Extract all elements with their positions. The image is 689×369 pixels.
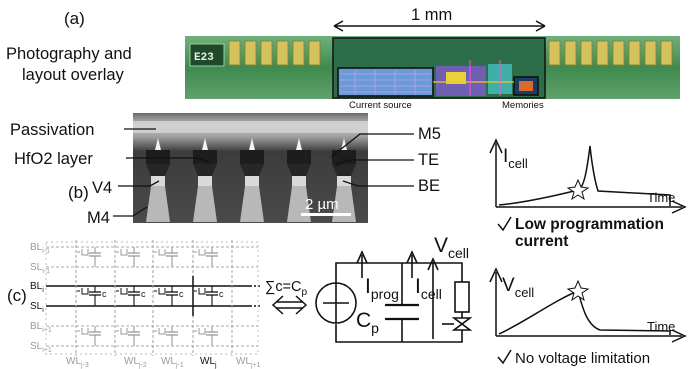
plot-icell-caption-line1: Low programmation bbox=[515, 216, 664, 233]
sem-scale-bar bbox=[301, 213, 351, 216]
plot-vcell: Vcell Time No voltage limitation bbox=[489, 267, 687, 367]
plot-icell-curve bbox=[498, 145, 671, 206]
memristor-symbol bbox=[454, 281, 470, 313]
vcell-circuit-label: Vcell bbox=[434, 234, 469, 261]
plot-icell-star-marker bbox=[566, 178, 590, 201]
current-source-box bbox=[337, 67, 434, 97]
cap-c-label: c bbox=[141, 289, 146, 299]
label-m5: M5 bbox=[418, 125, 441, 143]
array-col-labels: WLj-3 WLj-2 WLj-1 WLj WLj+1 bbox=[66, 356, 261, 369]
chip-id-box bbox=[189, 43, 225, 67]
col-label-wl-jp1: WLj+1 bbox=[236, 356, 261, 369]
array-grid bbox=[45, 240, 262, 356]
cap-c-label: c bbox=[179, 289, 184, 299]
array-row-labels: BLi-1 SLi-1 BLi SLi BLi+1 SLi+1 bbox=[30, 242, 52, 354]
layout-overlay bbox=[332, 37, 546, 99]
chip-id-text: E23 bbox=[194, 52, 214, 64]
plot-vcell-star-marker bbox=[566, 279, 590, 302]
plot-icell-caption-line2: current bbox=[515, 233, 568, 250]
plot-icell: Icell Time Low programmation current bbox=[489, 138, 687, 250]
label-m4: M4 bbox=[87, 209, 110, 227]
panel-a-caption-line2: layout overlay bbox=[22, 66, 125, 84]
label-hfo2: HfO2 layer bbox=[14, 150, 93, 168]
col-label-wl-j: WLj bbox=[200, 356, 217, 369]
plot-vcell-x-label: Time bbox=[647, 319, 675, 334]
row-label-bl-im1: BLi-1 bbox=[30, 242, 50, 255]
sum-cap-label: ∑c=Cp bbox=[265, 279, 308, 298]
panel-c-letter: (c) bbox=[7, 286, 27, 305]
current-source-label: Current source bbox=[349, 100, 412, 111]
label-te: TE bbox=[418, 151, 439, 169]
plot-vcell-y-label: Vcell bbox=[502, 275, 534, 300]
scale-arrow-1mm bbox=[333, 20, 546, 32]
panel-a: (a) Photography and layout overlay 1 mm … bbox=[6, 6, 680, 111]
row-label-sl-i: SLi bbox=[30, 301, 44, 314]
sem-leader-lines bbox=[113, 128, 414, 217]
check-icon bbox=[497, 216, 512, 232]
cp-label: Cp bbox=[356, 309, 379, 336]
selector-symbol bbox=[451, 317, 473, 331]
panel-c: (c) BLi-1 SLi-1 BLi SLi BLi+1 SLi+1 bbox=[7, 234, 473, 369]
col-label-wl-jm2: WLj-2 bbox=[124, 356, 147, 369]
label-passivation: Passivation bbox=[10, 121, 94, 139]
panel-b-letter: (b) bbox=[68, 183, 89, 202]
check-icon bbox=[497, 349, 512, 365]
cap-c-label: c bbox=[102, 289, 107, 299]
plot-vcell-caption: No voltage limitation bbox=[515, 350, 650, 367]
cap-c-label: c bbox=[219, 289, 224, 299]
equivalent-circuit bbox=[315, 250, 473, 343]
col-label-wl-jm1: WLj-1 bbox=[161, 356, 184, 369]
equivalence-arrow bbox=[271, 295, 308, 315]
scale-label-1mm: 1 mm bbox=[411, 6, 452, 24]
row-label-sl-im1: SLi-1 bbox=[30, 262, 50, 275]
row-label-bl-ip1: BLi+1 bbox=[30, 321, 52, 334]
label-be: BE bbox=[418, 177, 440, 195]
label-v4: V4 bbox=[92, 179, 112, 197]
col-label-wl-jm3: WLj-3 bbox=[66, 356, 89, 369]
panel-b: 2 µm (b) Passivation HfO2 layer V4 M4 M5… bbox=[10, 113, 441, 227]
plot-icell-x-label: Time bbox=[647, 190, 675, 205]
memories-label: Memories bbox=[502, 100, 544, 111]
sem-scale-label: 2 µm bbox=[305, 196, 339, 213]
sem-columns bbox=[133, 121, 368, 222]
panel-a-letter: (a) bbox=[64, 9, 85, 28]
plot-icell-y-label: Icell bbox=[503, 146, 528, 171]
icell-circuit-label: Icell bbox=[415, 275, 442, 302]
row-label-sl-ip1: SLi+1 bbox=[30, 341, 52, 354]
panel-a-caption-line1: Photography and bbox=[6, 45, 132, 63]
row-label-bl-i: BLi bbox=[30, 281, 44, 294]
iprog-label: Iprog bbox=[365, 275, 399, 302]
